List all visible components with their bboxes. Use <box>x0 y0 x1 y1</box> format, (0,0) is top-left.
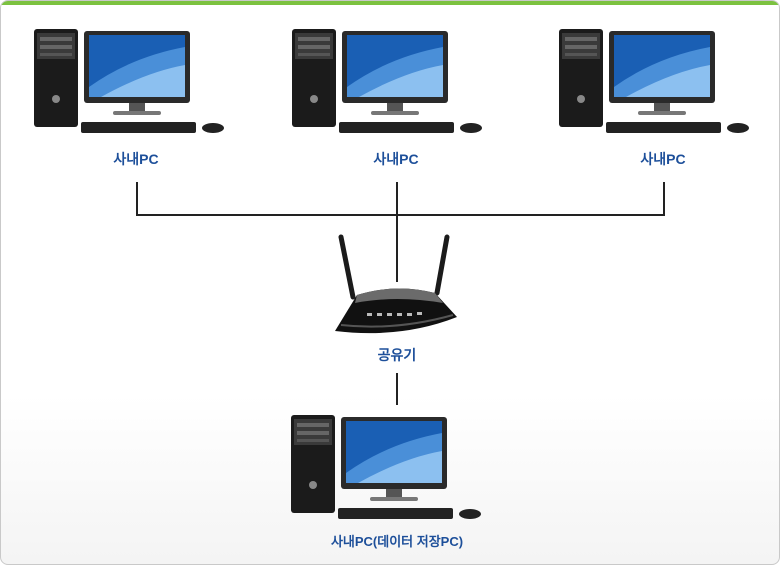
pc-label-1: 사내PC <box>113 151 159 167</box>
desktop-computer-icon <box>34 29 224 133</box>
desktop-computer-icon <box>291 415 481 519</box>
mouse <box>460 123 482 133</box>
pc-label-2: 사내PC <box>373 151 419 167</box>
connector-pc3-down <box>663 182 665 216</box>
router-label: 공유기 <box>377 347 417 363</box>
pc-tower <box>34 29 78 127</box>
keyboard <box>81 122 196 133</box>
mouse <box>202 123 224 133</box>
antenna-left <box>338 234 356 300</box>
keyboard <box>338 508 453 519</box>
connector-pc2-router <box>396 182 398 282</box>
pc-tower <box>291 415 335 513</box>
antenna-right <box>434 234 450 296</box>
accent-bar <box>1 1 779 5</box>
mouse <box>727 123 749 133</box>
pc-tower <box>559 29 603 127</box>
desktop-computer-icon <box>559 29 749 133</box>
keyboard <box>339 122 454 133</box>
connector-pc1-down <box>136 182 138 216</box>
keyboard <box>606 122 721 133</box>
connector-router-storage <box>396 373 398 405</box>
pc-tower <box>292 29 336 127</box>
wireless-router-icon <box>335 234 457 334</box>
mouse <box>459 509 481 519</box>
desktop-computer-icon <box>292 29 482 133</box>
storage-pc-label: 사내PC(데이터 저장PC) <box>330 534 464 549</box>
connector-bus <box>136 214 665 216</box>
pc-label-3: 사내PC <box>640 151 686 167</box>
